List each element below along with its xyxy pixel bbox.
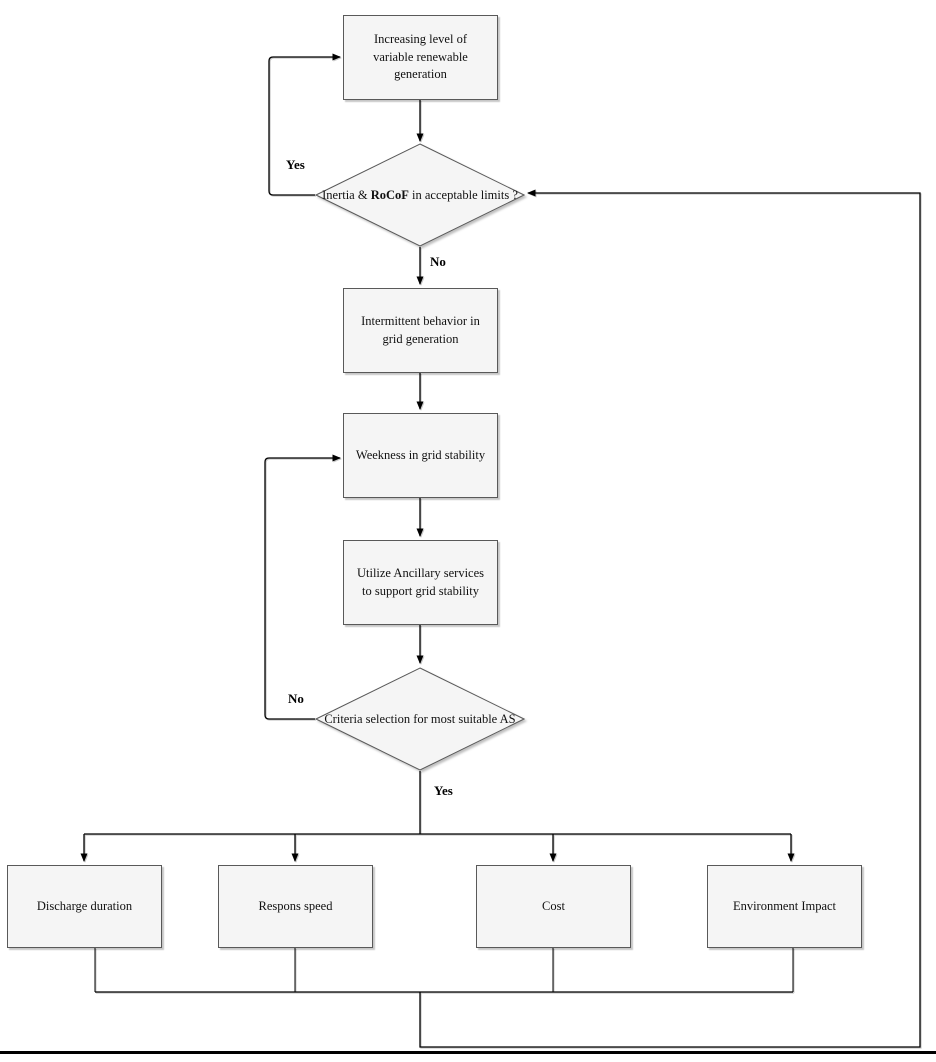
node-label: Environment Impact bbox=[732, 898, 837, 913]
process-box-utilize-ancillary-services: Utilize Ancillary services to support gr… bbox=[343, 540, 498, 625]
decision-label: Criteria selection for most suitable AS bbox=[315, 667, 525, 771]
node-label: Increasing level of variable renewable g… bbox=[373, 32, 468, 82]
node-label: Weekness in grid stability bbox=[355, 447, 486, 462]
decision-label-part: in acceptable limits ? bbox=[408, 187, 518, 202]
node-label: Utilize Ancillary services to support gr… bbox=[356, 566, 485, 598]
node-label: Cost bbox=[542, 898, 565, 913]
process-box-weakness-grid-stability: Weekness in grid stability bbox=[343, 413, 498, 498]
criteria-box-cost: Cost bbox=[476, 865, 631, 948]
edge-label-decision2-yes: Yes bbox=[434, 783, 453, 798]
diamond-shape bbox=[315, 667, 525, 771]
edge-feedback-to-decision1 bbox=[419, 189, 921, 1048]
bottom-border-rule bbox=[0, 1051, 936, 1054]
node-label: Discharge duration bbox=[36, 898, 133, 913]
decision-criteria-selection: Criteria selection for most suitable AS bbox=[315, 667, 525, 771]
process-box-intermittent-behavior: Intermittent behavior in grid generation bbox=[343, 288, 498, 373]
decision-label-part: Inertia & bbox=[322, 187, 371, 202]
edge-decision1-yes-loop bbox=[268, 53, 341, 196]
edge-decision2-no-loop bbox=[264, 454, 341, 720]
edge-label-decision2-no: No bbox=[288, 691, 304, 706]
process-box-increasing-renewables: Increasing level of variable renewable g… bbox=[343, 15, 498, 100]
criteria-box-response-speed: Respons speed bbox=[218, 865, 373, 948]
decision-label: Inertia & RoCoF in acceptable limits ? bbox=[315, 143, 525, 247]
decision-label-text: Criteria selection for most suitable AS bbox=[324, 711, 516, 726]
diamond-shape bbox=[315, 143, 525, 247]
node-label: Respons speed bbox=[258, 898, 333, 913]
criteria-box-environment-impact: Environment Impact bbox=[707, 865, 862, 948]
criteria-box-discharge-duration: Discharge duration bbox=[7, 865, 162, 948]
edge-label-decision1-no: No bbox=[430, 254, 446, 269]
decision-inertia-rocof: Inertia & RoCoF in acceptable limits ? bbox=[315, 143, 525, 247]
node-label: Intermittent behavior in grid generation bbox=[361, 314, 480, 346]
decision-label-bold: RoCoF bbox=[370, 187, 409, 202]
edge-label-decision1-yes: Yes bbox=[286, 157, 305, 172]
